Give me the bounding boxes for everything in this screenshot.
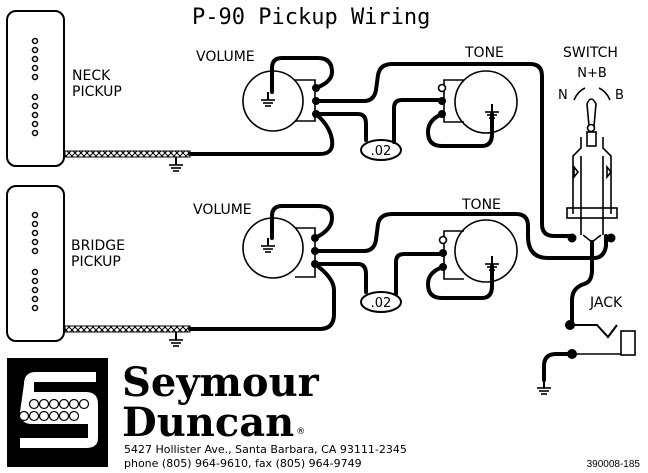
neck-tone-label: TONE	[464, 45, 504, 61]
toggle-switch	[566, 87, 618, 244]
neck-tone-pot	[454, 70, 518, 134]
bridge-tone-pot	[454, 219, 518, 283]
bridge-cable-ground-icon	[168, 331, 184, 347]
bridge-pickup	[6, 185, 65, 342]
bridge-pole-pieces	[31, 211, 39, 312]
bridge-tone-capacitor	[360, 291, 402, 313]
brand-address: 5427 Hollister Ave., Santa Barbara, CA 9…	[124, 443, 407, 456]
neck-capacitor-value: .02	[371, 144, 392, 159]
bridge-shielded-cable	[64, 325, 191, 333]
brand-name-line2-wrap: Duncan®	[122, 399, 305, 446]
bridge-capacitor-value: .02	[371, 296, 392, 311]
bridge-tone-label: TONE	[461, 197, 501, 213]
registered-mark: ®	[296, 427, 305, 437]
neck-pickup-label-line2: PICKUP	[72, 84, 122, 100]
bridge-volume-ground-icon	[260, 237, 276, 253]
bridge-volume-label: VOLUME	[193, 202, 252, 218]
jack-ground-icon	[536, 379, 552, 395]
switch-label: SWITCH	[563, 45, 618, 61]
switch-position-right: B	[615, 88, 624, 103]
switch-position-left: N	[558, 88, 568, 103]
brand-name-line1: Seymour	[122, 359, 320, 406]
neck-volume-ground-icon	[260, 91, 276, 107]
neck-volume-label: VOLUME	[196, 49, 255, 65]
seymour-duncan-logo	[7, 358, 108, 467]
neck-pickup	[6, 10, 65, 167]
bridge-pickup-label-line1: BRIDGE	[71, 238, 125, 254]
neck-shielded-cable	[64, 150, 191, 158]
switch-position-middle: N+B	[577, 66, 607, 81]
neck-tone-capacitor	[360, 139, 402, 161]
output-jack	[536, 320, 636, 395]
neck-cable-ground-icon	[168, 156, 184, 172]
jack-label: JACK	[589, 295, 623, 311]
neck-pole-pieces	[31, 37, 39, 137]
document-code: 390008-185	[587, 459, 641, 470]
brand-phone: phone (805) 964-9610, fax (805) 964-9749	[124, 457, 362, 470]
brand-name-line2: Duncan	[122, 399, 294, 446]
neck-pickup-label-line1: NECK	[72, 68, 111, 84]
bridge-pickup-label-line2: PICKUP	[71, 254, 121, 270]
diagram-title: P-90 Pickup Wiring	[192, 5, 430, 30]
